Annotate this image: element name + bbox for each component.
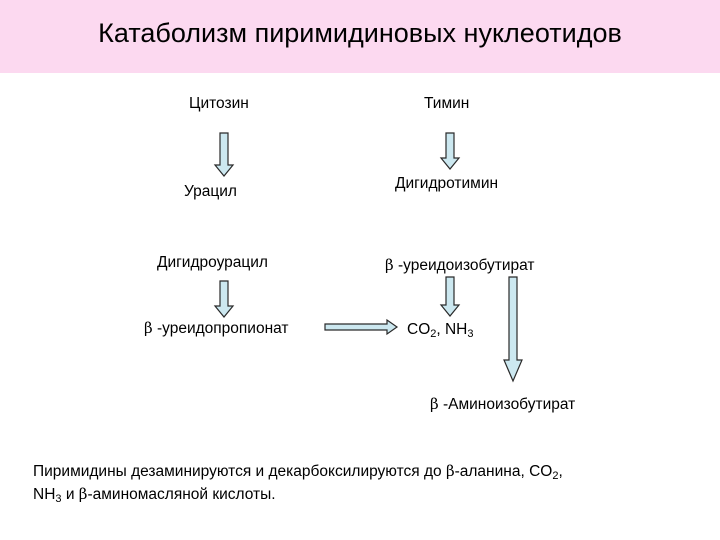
title-bar	[0, 0, 720, 73]
arrow-cytosine-uracil	[213, 132, 235, 177]
arrow-ureidoisobutyrate-co2	[439, 276, 461, 317]
beta-symbol: β	[385, 256, 394, 274]
node-ureidopropionate-text: -уреидопропионат	[152, 320, 289, 337]
beta-symbol: β	[430, 395, 439, 413]
beta-symbol: β	[144, 319, 153, 337]
caption-text: ,	[558, 463, 563, 480]
caption-subscript: 3	[55, 493, 62, 505]
caption: Пиримидины дезаминируются и декарбоксили…	[33, 460, 693, 506]
arrow-to-aminoisobutyrate	[503, 276, 523, 383]
node-ureidoisobutyrate-text: -уреидоизобутират	[393, 257, 535, 274]
node-dihydrothymine: Дигидротимин	[395, 175, 499, 192]
node-aminoisobutyrate: β -Аминоизобутират	[430, 395, 575, 414]
caption-subscript: 2	[552, 470, 559, 482]
arrow-ureidopropionate-co2	[324, 318, 399, 336]
caption-text: Пиримидины дезаминируются и декарбоксили…	[33, 463, 446, 480]
node-ureidoisobutyrate: β -уреидоизобутират	[385, 256, 535, 275]
node-thymine: Тимин	[424, 95, 470, 112]
arrow-dihydrouracil-ureidopropionate	[213, 280, 235, 318]
beta-symbol: β	[445, 462, 455, 480]
caption-text: -аланина, CO	[454, 463, 553, 480]
node-dihydrouracil: Дигидроурацил	[157, 254, 268, 271]
caption-text: и	[61, 486, 79, 503]
nh3-subscript: 3	[467, 328, 474, 340]
node-cytosine: Цитозин	[189, 95, 249, 112]
co2-text: CO	[407, 321, 431, 338]
node-uracil: Урацил	[184, 183, 237, 200]
slide-title: Катаболизм пиримидиновых нуклеотидов	[98, 18, 622, 48]
node-aminoisobutyrate-text: -Аминоизобутират	[438, 396, 576, 413]
beta-symbol: β	[78, 485, 88, 503]
co2-subscript: 2	[430, 328, 437, 340]
caption-text: NH	[33, 486, 56, 503]
arrow-thymine-dihydrothymine	[439, 132, 461, 170]
caption-text: -аминомасляной кислоты.	[87, 486, 276, 503]
nh3-text: , NH	[436, 321, 468, 338]
node-co2-nh3: CO2, NH3	[407, 321, 474, 340]
node-ureidopropionate: β -уреидопропионат	[144, 319, 289, 338]
